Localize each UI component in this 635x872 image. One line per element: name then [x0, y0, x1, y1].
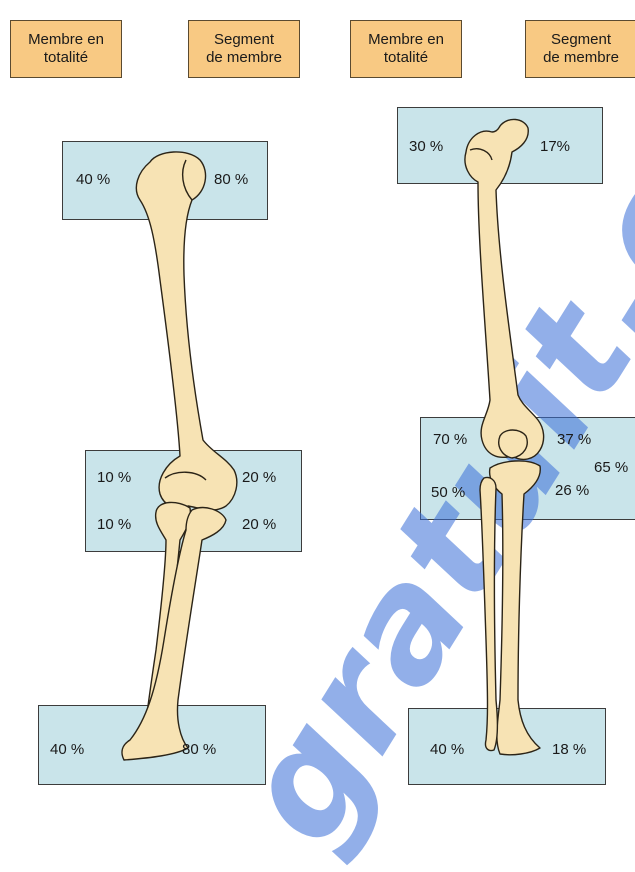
leg-knee-lower-whole: 50 % [431, 484, 465, 501]
arm-shoulder-whole: 40 % [76, 171, 110, 188]
leg-ankle-segment: 18 % [552, 741, 586, 758]
arm-elbow-lower-segment: 20 % [242, 516, 276, 533]
leg-hip-whole: 30 % [409, 138, 443, 155]
leg-knee-total: 65 % [594, 459, 628, 476]
fibula [480, 477, 497, 750]
arm-wrist-whole: 40 % [50, 741, 84, 758]
bone-illustration [0, 0, 635, 783]
leg-knee-upper-whole: 70 % [433, 431, 467, 448]
arm-wrist-segment: 80 % [182, 741, 216, 758]
arm-shoulder-segment: 80 % [214, 171, 248, 188]
leg-knee-upper-segment: 37 % [557, 431, 591, 448]
arm-elbow-lower-whole: 10 % [97, 516, 131, 533]
arm-elbow-upper-whole: 10 % [97, 469, 131, 486]
femur [465, 119, 544, 459]
arm-elbow-upper-segment: 20 % [242, 469, 276, 486]
humerus [136, 152, 236, 510]
leg-ankle-whole: 40 % [430, 741, 464, 758]
leg-knee-lower-segment: 26 % [555, 482, 589, 499]
leg-hip-segment: 17% [540, 138, 570, 155]
